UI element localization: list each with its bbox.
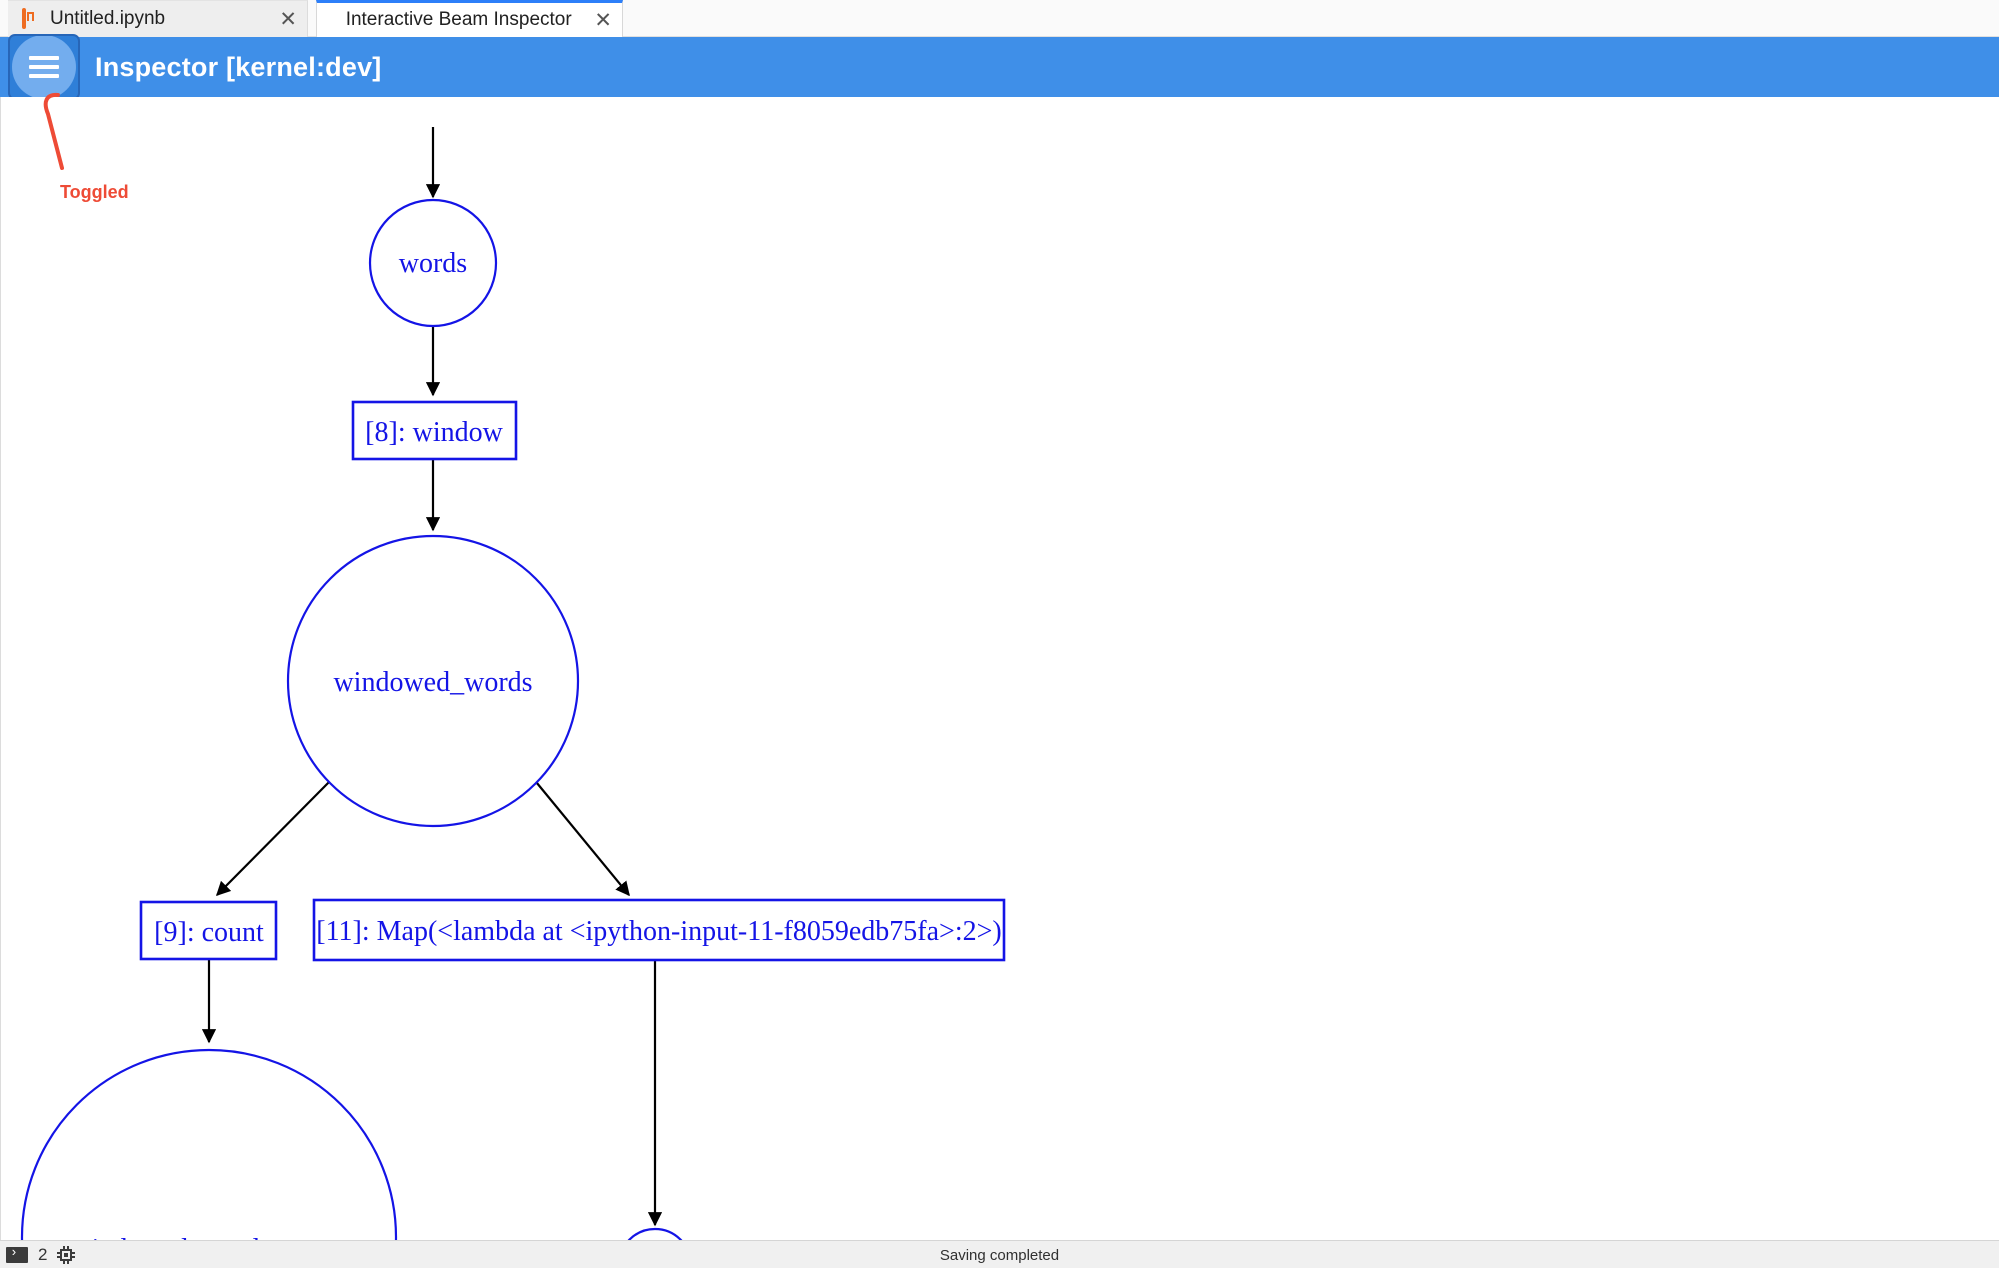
tab-interactive-beam-inspector[interactable]: Interactive Beam Inspector ✕ <box>316 0 623 37</box>
cpu-chip-icon[interactable] <box>57 1246 76 1264</box>
edge-windowedwords-to-map <box>531 776 630 897</box>
tab-label: Untitled.ipynb <box>50 8 166 29</box>
edge-windowedwords-to-count <box>215 776 335 897</box>
terminal-icon[interactable] <box>6 1245 28 1263</box>
node-count[interactable]: [9]: count <box>139 900 278 961</box>
page-title: Inspector [kernel:dev] <box>95 51 382 82</box>
kernel-count: 2 <box>38 1245 48 1264</box>
node-label: windowed_words <box>333 667 532 698</box>
annotation-label: Toggled <box>60 182 129 202</box>
node-label: [9]: count <box>154 917 264 948</box>
tab-bar: Untitled.ipynb ✕ Interactive Beam Inspec… <box>0 0 1999 37</box>
node-label: [8]: window <box>365 417 503 448</box>
graph-nodes: words [8]: window windowed_words [9]: co… <box>20 198 1006 1240</box>
graph-edges <box>201 127 663 1227</box>
inspector-toolbar: Inspector [kernel:dev] <box>0 34 1999 100</box>
beam-graph-canvas[interactable]: words [8]: window windowed_words [9]: co… <box>0 97 1999 1240</box>
node-windowed-words[interactable]: windowed_words <box>286 534 580 828</box>
node-map-lambda[interactable]: [11]: Map(<lambda at <ipython-input-11-f… <box>312 898 1006 962</box>
tab-label: Interactive Beam Inspector <box>345 9 572 30</box>
close-icon[interactable]: ✕ <box>279 7 297 31</box>
hamburger-menu-button[interactable] <box>8 34 80 100</box>
status-bar-left: 2 <box>6 1241 76 1269</box>
status-bar: 2 Saving completed <box>0 1240 1999 1268</box>
status-bar-center: Saving completed <box>0 1241 1999 1269</box>
notebook-icon <box>22 8 40 29</box>
node-label: words <box>399 248 467 279</box>
node-label: windowed_word_counts <box>71 1234 346 1240</box>
tab-untitled-ipynb[interactable]: Untitled.ipynb ✕ <box>8 0 308 37</box>
hamburger-icon <box>29 51 59 83</box>
close-icon[interactable]: ✕ <box>594 8 612 32</box>
node-windowed-word-counts[interactable]: windowed_word_counts <box>20 1048 398 1240</box>
node-label: [11]: Map(<lambda at <ipython-input-11-f… <box>316 916 1001 947</box>
node-window[interactable]: [8]: window <box>351 400 518 461</box>
node-words[interactable]: words <box>368 198 498 328</box>
pipeline-graph: words [8]: window windowed_words [9]: co… <box>20 127 1006 1240</box>
node-unnamed-pcollection[interactable] <box>619 1227 691 1240</box>
status-message: Saving completed <box>939 1246 1060 1264</box>
